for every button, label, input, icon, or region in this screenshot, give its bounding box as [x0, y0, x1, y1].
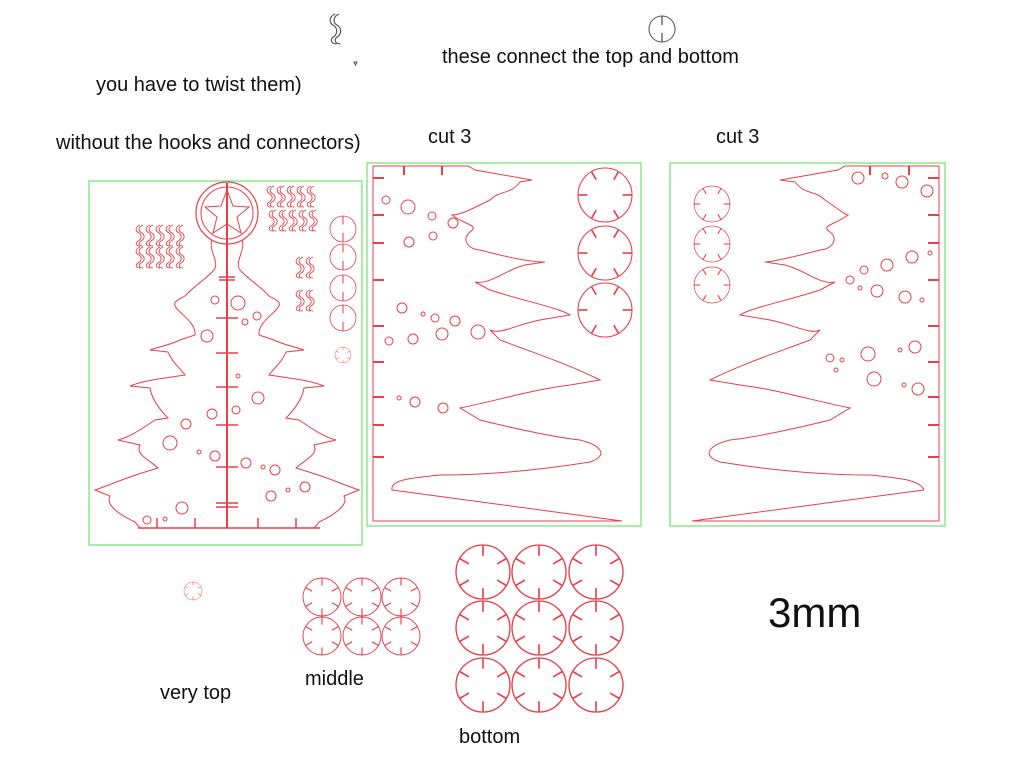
middle-gears — [302, 577, 421, 656]
tree-note: without the hooks and connectors) — [56, 132, 361, 154]
thickness-label: 3mm — [768, 589, 862, 636]
hooks-group-left — [135, 224, 185, 269]
tree-half-right-sheet — [669, 162, 946, 527]
very-top-gear — [183, 581, 203, 601]
connectors-column — [329, 215, 357, 332]
tree-half-left-sheet — [366, 162, 642, 527]
cut-label-right: cut 3 — [716, 126, 760, 148]
bottom-label: bottom — [459, 726, 521, 748]
connectors-note: these connect the top and bottom — [442, 46, 739, 68]
bottom-gears — [455, 544, 624, 713]
sample-hook-icon — [329, 13, 342, 45]
hooks-note: you have to twist them) — [96, 74, 302, 96]
sample-heart-icon — [353, 61, 358, 67]
hooks-group-right — [266, 185, 318, 312]
very-top-label: very top — [160, 682, 232, 704]
middle-label: middle — [305, 668, 364, 690]
tree-center-sheet — [88, 180, 363, 546]
sample-connector-icon — [648, 15, 676, 43]
cut-label-left: cut 3 — [428, 126, 472, 148]
